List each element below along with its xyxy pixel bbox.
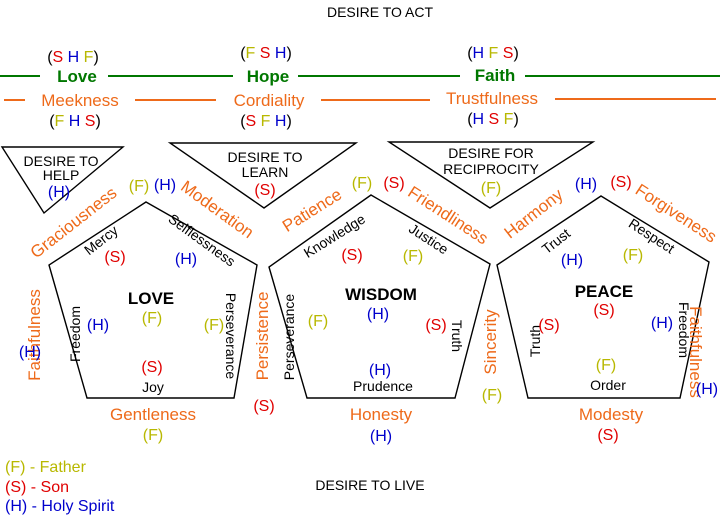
edge-sincerity-person: (F)	[482, 387, 502, 404]
triad-meekness: (F H S)	[49, 113, 101, 130]
triangle-reciprocity-person: (F)	[481, 180, 501, 197]
triangle-help	[0, 146, 125, 215]
wisdom-justice-person: (F)	[403, 248, 423, 265]
legend-father: (F) - Father	[5, 459, 87, 476]
triangle-help-person: (H)	[48, 184, 70, 201]
wisdom-prudence: Prudence	[353, 378, 413, 394]
triangle-reciprocity-line1: DESIRE FOR	[448, 145, 534, 161]
edge-persistence-person: (S)	[253, 398, 274, 415]
wisdom-perseverance: Perseverance	[281, 294, 297, 381]
pentagon-love-center-person: (F)	[142, 310, 162, 327]
love-selflessness-person: (H)	[175, 251, 197, 268]
edge-faithfulness-right-person: (H)	[696, 381, 718, 398]
pentagon-peace-title: PEACE	[575, 282, 634, 301]
pentagon-wisdom-title: WISDOM	[345, 285, 417, 304]
peace-order: Order	[590, 377, 626, 393]
triangle-learn-line2: LEARN	[242, 164, 289, 180]
pentagon-wisdom-center-person: (H)	[367, 306, 389, 323]
triad-hope: (F S H)	[240, 45, 292, 62]
triad-faith: (H F S)	[467, 45, 519, 62]
edge-harmony-person: (H)	[575, 176, 597, 193]
pentagon-peace-center-person: (S)	[593, 302, 614, 319]
edge-forgiveness-person: (S)	[610, 174, 631, 191]
edge-friendliness-person: (S)	[383, 175, 404, 192]
wisdom-truth-person: (S)	[425, 317, 446, 334]
triangle-help-line2: HELP	[43, 167, 80, 183]
peace-truth-person: (S)	[538, 317, 559, 334]
pentagon-wisdom	[268, 194, 491, 399]
edge-gentleness-person: (F)	[143, 427, 163, 444]
love-joy: Joy	[142, 379, 164, 395]
peace-freedom-person: (H)	[651, 315, 673, 332]
desire-to-act-label: DESIRE TO ACT	[327, 4, 434, 20]
peace-freedom: Freedom	[676, 302, 692, 358]
triad-cordiality: (S F H)	[240, 113, 292, 130]
virtue-meekness: Meekness	[41, 91, 118, 110]
wisdom-prudence-person: (H)	[369, 362, 391, 379]
virtue-love: Love	[57, 67, 97, 86]
edge-patience-person: (F)	[352, 175, 372, 192]
edge-faithfulness-right: Faithfulness	[686, 306, 705, 398]
wisdom-perseverance-person: (F)	[308, 313, 328, 330]
love-freedom-person: (H)	[87, 317, 109, 334]
peace-respect-person: (F)	[623, 247, 643, 264]
virtue-cordiality: Cordiality	[234, 91, 305, 110]
edge-faithfulness-left: Faithfulness	[25, 289, 44, 381]
edge-faithfulness-left-person: (H)	[19, 344, 41, 361]
virtue-faith: Faith	[475, 66, 516, 85]
triangle-reciprocity-line2: RECIPROCITY	[443, 161, 539, 177]
love-mercy-person: (S)	[104, 249, 125, 266]
edge-moderation-person: (H)	[154, 177, 176, 194]
triangle-learn-line1: DESIRE TO	[228, 149, 303, 165]
legend-son: (S) - Son	[5, 479, 69, 496]
love-perseverance-person: (F)	[204, 317, 224, 334]
triad-trustfulness: (H S F)	[467, 111, 519, 128]
pentagon-peace	[496, 195, 710, 399]
pentagon-love-title: LOVE	[128, 289, 174, 308]
legend-spirit: (H) - Holy Spirit	[5, 498, 115, 515]
triad-love: (S H F)	[47, 49, 99, 66]
triangle-help-line1: DESIRE TO	[24, 153, 99, 169]
desire-to-live-label: DESIRE TO LIVE	[315, 477, 424, 493]
edge-modesty-person: (S)	[597, 427, 618, 444]
edge-sincerity: Sincerity	[481, 309, 500, 375]
edge-persistence: Persistence	[253, 292, 272, 381]
wisdom-knowledge-person: (S)	[341, 247, 362, 264]
wisdom-truth: Truth	[449, 320, 465, 352]
love-perseverance: Perseverance	[223, 293, 239, 380]
pentagon-love	[48, 201, 258, 399]
peace-trust-person: (H)	[561, 252, 583, 269]
edge-graciousness-person: (F)	[129, 178, 149, 195]
triangle-reciprocity	[386, 141, 596, 209]
edge-honesty-person: (H)	[370, 428, 392, 445]
peace-order-person: (F)	[596, 357, 616, 374]
triangle-learn-person: (S)	[254, 182, 275, 199]
love-joy-person: (S)	[141, 359, 162, 376]
virtue-trustfulness: Trustfulness	[446, 89, 538, 108]
love-freedom: Freedom	[67, 306, 83, 362]
triangle-learn	[167, 142, 359, 209]
virtue-hope: Hope	[247, 67, 290, 86]
edge-gentleness: Gentleness	[110, 405, 196, 424]
edge-honesty: Honesty	[350, 405, 413, 424]
peace-truth: Truth	[527, 325, 543, 357]
edge-modesty: Modesty	[579, 405, 644, 424]
